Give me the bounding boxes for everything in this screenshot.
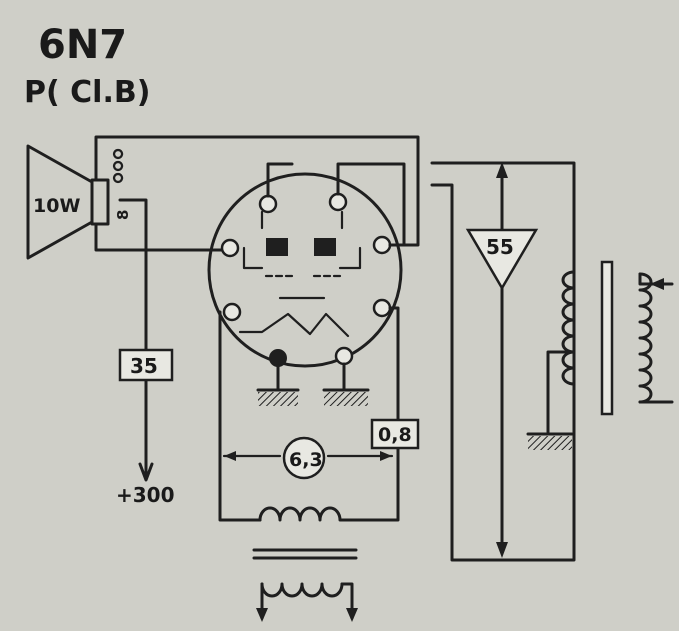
output-transformer bbox=[526, 260, 674, 450]
b-plus-arrow bbox=[138, 462, 154, 482]
heater-voltage-circle bbox=[282, 436, 326, 480]
tube-envelope bbox=[207, 172, 403, 368]
pin-2 bbox=[328, 192, 348, 212]
tube-title: 6N7 bbox=[38, 22, 127, 68]
heater-core bbox=[252, 548, 358, 560]
pin-1 bbox=[258, 194, 278, 214]
triangle-55 bbox=[465, 228, 539, 291]
ground-1 bbox=[258, 392, 298, 406]
plate-left bbox=[266, 238, 288, 256]
loudspeaker: 10W 8 bbox=[26, 144, 132, 260]
ground-2-line bbox=[322, 362, 370, 392]
ground-3 bbox=[528, 436, 572, 450]
triangle-55-label: 55 bbox=[486, 235, 514, 259]
top-wire bbox=[94, 135, 420, 247]
heater-current-box bbox=[370, 418, 420, 450]
resistor-35-label: 35 bbox=[130, 354, 158, 378]
speaker-power-label: 10W bbox=[33, 195, 80, 217]
pin-3 bbox=[220, 238, 240, 258]
b-plus-wire bbox=[118, 198, 148, 478]
speaker-impedance-label: 8 bbox=[114, 210, 132, 220]
pin-4 bbox=[372, 235, 392, 255]
pin-6 bbox=[372, 298, 392, 318]
heater-wire-left bbox=[218, 310, 262, 522]
heater-primary-coil bbox=[260, 582, 344, 598]
heater-wire-right bbox=[348, 306, 400, 522]
output-primary-coil bbox=[561, 270, 576, 386]
heater-voltage-label: 6,3 bbox=[289, 449, 323, 471]
mains-leads bbox=[260, 582, 354, 620]
mode-subtitle: P( Cl.B) bbox=[24, 75, 150, 110]
output-core bbox=[600, 260, 614, 416]
input-arrow bbox=[650, 278, 664, 290]
heater-transformer bbox=[252, 506, 358, 622]
heater-filament bbox=[238, 312, 350, 338]
plate-leads bbox=[260, 210, 344, 230]
pin-5 bbox=[222, 302, 242, 322]
pin-8 bbox=[334, 346, 354, 366]
ground-1-line bbox=[256, 364, 300, 392]
right-loop-wire bbox=[430, 161, 576, 562]
plate2-wire bbox=[336, 162, 406, 247]
heater-secondary-coil bbox=[258, 506, 352, 522]
plate1-wire bbox=[266, 162, 294, 198]
voice-coil bbox=[112, 148, 124, 184]
pin-7 bbox=[269, 349, 287, 367]
supply-label: +300 bbox=[116, 483, 175, 507]
plate-right bbox=[314, 238, 336, 256]
ground-2 bbox=[324, 392, 368, 406]
heater-current-label: 0,8 bbox=[378, 424, 412, 446]
center-tap-wire bbox=[546, 350, 576, 434]
grid-leads bbox=[242, 246, 362, 270]
mains-arrows bbox=[256, 608, 358, 622]
speaker-to-grid-wire bbox=[94, 222, 230, 252]
output-secondary-coil bbox=[638, 272, 653, 404]
resistor-35 bbox=[118, 348, 174, 382]
